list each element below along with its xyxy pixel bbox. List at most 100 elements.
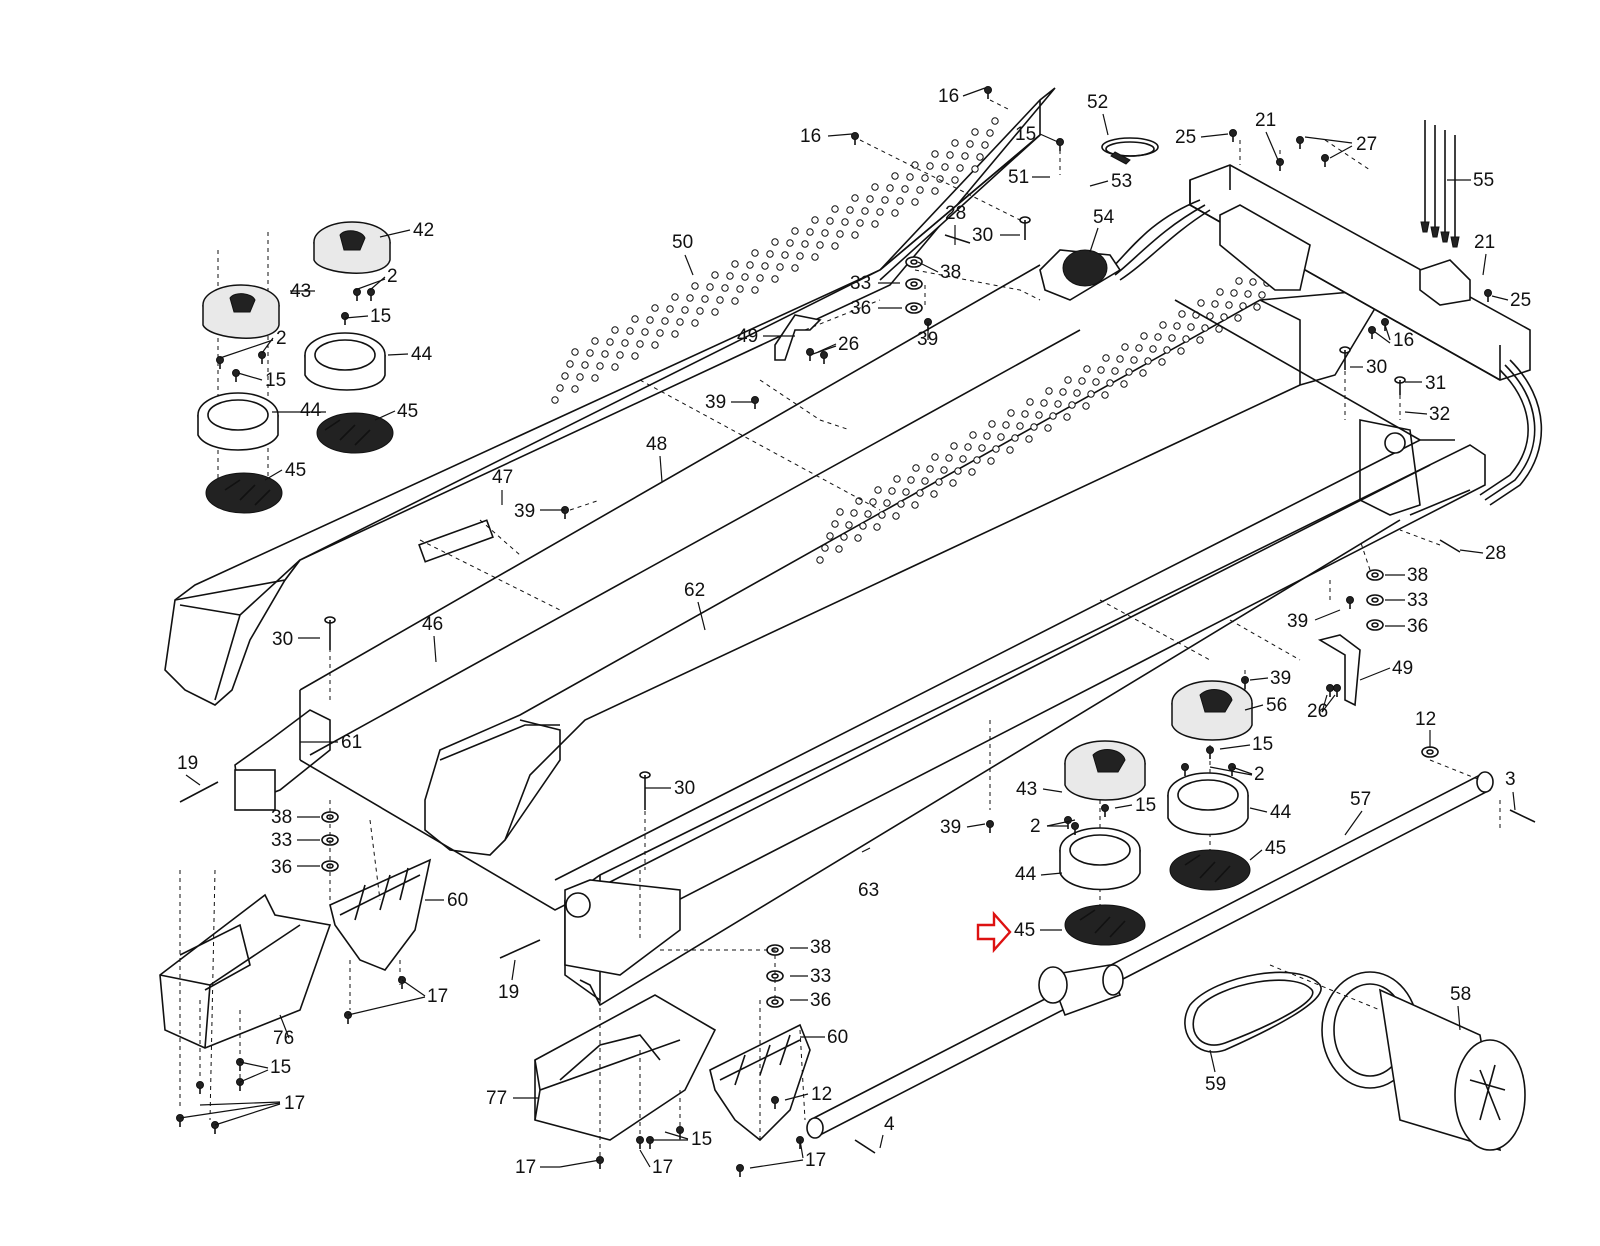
part-label-31: 31 [1425, 373, 1446, 394]
tie-straps-part [1420, 120, 1460, 248]
perforation-hole [1178, 310, 1186, 318]
perforation-hole [1035, 411, 1043, 419]
leader-line [1249, 677, 1269, 681]
perforation-hole [1235, 277, 1243, 285]
perforation-hole [1121, 343, 1129, 351]
perforation-hole [851, 231, 859, 239]
leader-line [1219, 744, 1251, 750]
perforation-hole [1196, 336, 1204, 344]
perforation-hole [796, 252, 804, 260]
leader-line [1344, 810, 1363, 836]
perforation-hole [864, 510, 872, 518]
perforation-hole [907, 476, 915, 484]
leader-line [401, 979, 426, 997]
leader-line [966, 823, 986, 828]
part-label-39: 39 [514, 501, 535, 522]
perforation-hole [1106, 379, 1114, 387]
perforation-hole [997, 433, 1005, 441]
perforation-hole [836, 508, 844, 516]
part-label-17: 17 [652, 1157, 673, 1178]
perforation-hole [964, 443, 972, 451]
perforation-hole [881, 196, 889, 204]
part-label-77: 77 [486, 1088, 507, 1109]
leader-line [347, 996, 426, 1016]
perforation-hole [806, 228, 814, 236]
screw-icon [820, 351, 828, 359]
perforation-hole [921, 477, 929, 485]
perforation-hole [935, 478, 943, 486]
perforation-hole [746, 261, 754, 269]
perforation-hole [874, 486, 882, 494]
part-label-36: 36 [850, 298, 871, 319]
part-label-52: 52 [1087, 92, 1108, 113]
screw-icon [984, 86, 992, 94]
perforation-hole [1149, 345, 1157, 353]
perforation-hole [636, 340, 644, 348]
screw-icon [1181, 763, 1189, 771]
perforation-hole [1016, 422, 1024, 430]
long-bolt-icon [1509, 809, 1536, 823]
part-label-15: 15 [1015, 124, 1036, 145]
screw-icon [1368, 326, 1376, 334]
part-label-61: 61 [341, 732, 362, 753]
perforation-hole [1063, 413, 1071, 421]
leader-line [433, 635, 437, 663]
perforation-hole [1068, 401, 1076, 409]
perforation-hole [1030, 423, 1038, 431]
perforation-hole [983, 432, 991, 440]
perforation-hole [936, 175, 944, 183]
screw-icon [196, 1081, 204, 1089]
washer-icon [1366, 619, 1384, 631]
highlight-arrow-icon [976, 910, 1012, 954]
motor-part [1321, 971, 1526, 1152]
part-label-4: 4 [884, 1114, 895, 1135]
perforation-hole [1144, 357, 1152, 365]
perforation-hole [831, 242, 839, 250]
perforation-hole [1187, 323, 1195, 331]
part-label-2: 2 [1254, 764, 1265, 785]
perforation-hole [946, 151, 954, 159]
perforation-hole [751, 249, 759, 257]
part-label-15: 15 [1252, 734, 1273, 755]
leader-line [1384, 324, 1391, 341]
perforation-hole [666, 305, 674, 313]
leader-line [1457, 1005, 1461, 1031]
leader-line [387, 353, 409, 356]
part-label-16: 16 [800, 126, 821, 147]
perforation-hole [726, 272, 734, 280]
perforation-hole [736, 285, 744, 293]
left-rear-endcap-part [159, 893, 332, 1049]
perforation-hole [731, 297, 739, 305]
part-label-38: 38 [271, 807, 292, 828]
perforation-hole [791, 264, 799, 272]
perforation-hole [992, 445, 1000, 453]
perforation-hole [611, 326, 619, 334]
leader-line [374, 410, 396, 421]
perforation-hole [766, 250, 774, 258]
perforation-hole [941, 163, 949, 171]
perforation-hole [1102, 354, 1110, 362]
leader-line [697, 601, 706, 631]
perforation-hole [906, 173, 914, 181]
perforation-hole [911, 198, 919, 206]
perforation-hole [850, 509, 858, 517]
part-label-45: 45 [1014, 920, 1035, 941]
perforation-hole [831, 520, 839, 528]
part-label-2: 2 [387, 266, 398, 287]
perforation-hole [1082, 402, 1090, 410]
part-label-44: 44 [1015, 864, 1037, 885]
perforation-hole [651, 341, 659, 349]
perforation-hole [576, 373, 584, 381]
part-label-12: 12 [1415, 709, 1436, 730]
part-label-44: 44 [1270, 802, 1292, 823]
part-label-42: 42 [413, 220, 434, 241]
washer-icon [905, 278, 923, 290]
perforation-hole [596, 362, 604, 370]
leader-line [1040, 872, 1063, 876]
perforation-hole [1101, 391, 1109, 399]
screw-icon [771, 1096, 779, 1104]
part-label-54: 54 [1093, 207, 1115, 228]
screw-icon [851, 132, 859, 140]
leader-line [1404, 411, 1428, 415]
leader-line [369, 276, 386, 291]
